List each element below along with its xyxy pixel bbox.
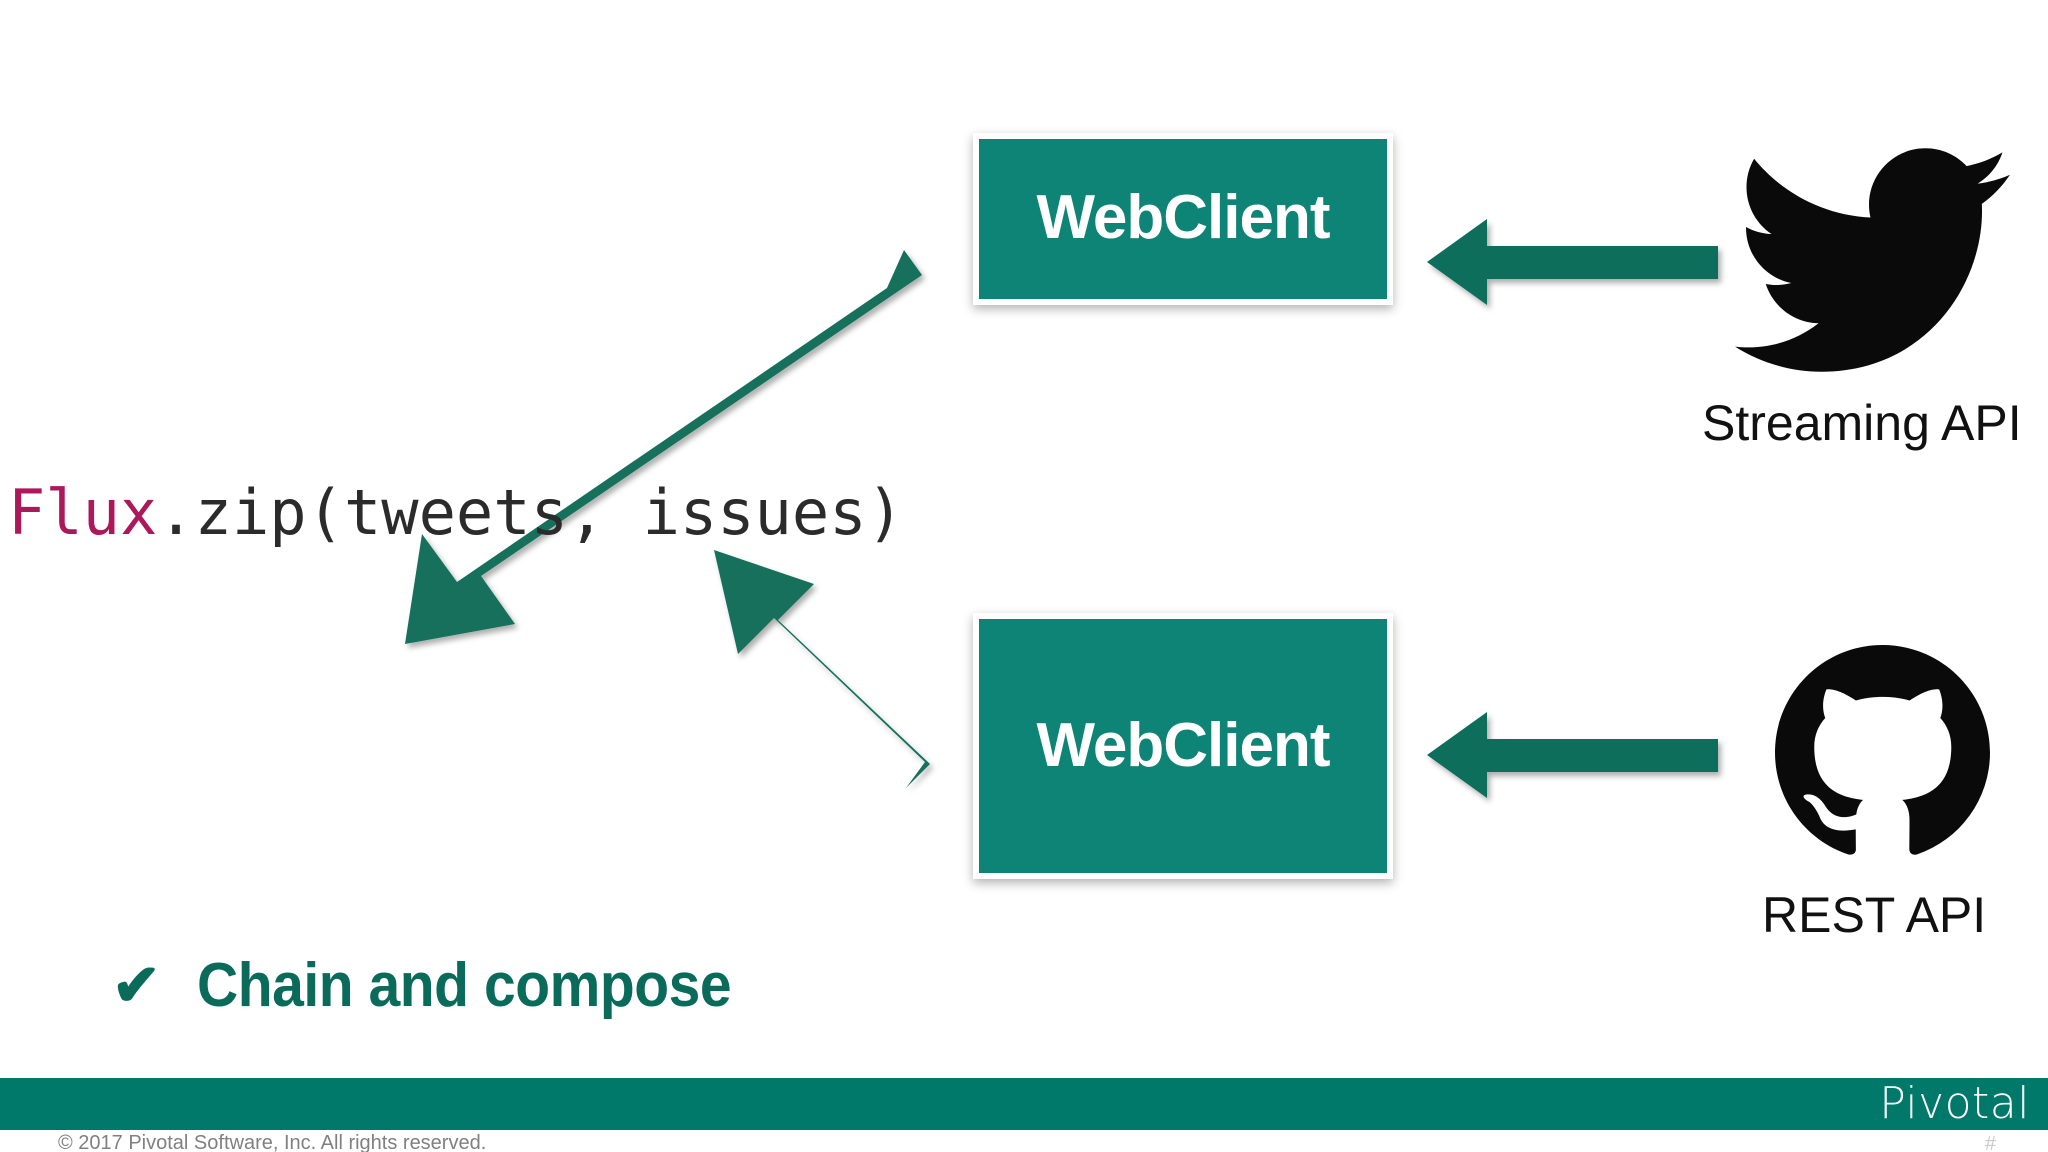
webclient-box-top[interactable]: WebClient xyxy=(973,133,1393,305)
arrow-webclient-bottom-to-code xyxy=(714,550,930,788)
code-keyword: Flux xyxy=(8,476,158,549)
code-expression: .zip(tweets, issues) xyxy=(157,476,904,549)
webclient-label: WebClient xyxy=(1036,711,1331,780)
pivotal-logo: Pivotal xyxy=(1879,1078,2030,1130)
bullet-chain-and-compose: ✔ Chain and compose xyxy=(112,955,777,1017)
arrow-webclient-top-to-code xyxy=(405,250,922,644)
webclient-label: WebClient xyxy=(1036,183,1331,252)
footer-slide-number: # xyxy=(1984,1133,1996,1152)
pivotal-wordmark: Pivotal xyxy=(1879,1078,2030,1129)
footer-copyright: © 2017 Pivotal Software, Inc. All rights… xyxy=(58,1132,487,1152)
arrow-github-to-webclient xyxy=(1427,712,1718,798)
github-octocat-icon xyxy=(1775,645,1990,860)
arrow-twitter-to-webclient xyxy=(1427,219,1718,305)
code-snippet: Flux.zip(tweets, issues) xyxy=(8,482,904,544)
source-label-rest-api: REST API xyxy=(1762,887,1987,943)
source-label-streaming-api: Streaming API xyxy=(1702,395,2022,451)
checkmark-icon: ✔ xyxy=(112,953,161,1018)
webclient-box-bottom[interactable]: WebClient xyxy=(973,613,1393,879)
footer-bar xyxy=(0,1078,2048,1130)
bullet-label: Chain and compose xyxy=(196,951,732,1020)
twitter-bird-icon xyxy=(1734,145,2010,375)
